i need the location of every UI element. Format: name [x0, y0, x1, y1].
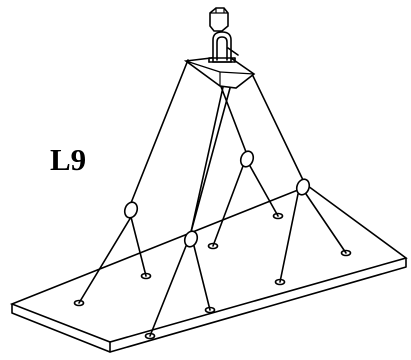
slings — [78, 59, 347, 337]
shackle — [208, 31, 239, 63]
hook-block — [209, 7, 229, 32]
plate — [9, 185, 408, 353]
diagram-label: L9 — [50, 142, 87, 177]
equalizer-rings — [123, 150, 311, 248]
